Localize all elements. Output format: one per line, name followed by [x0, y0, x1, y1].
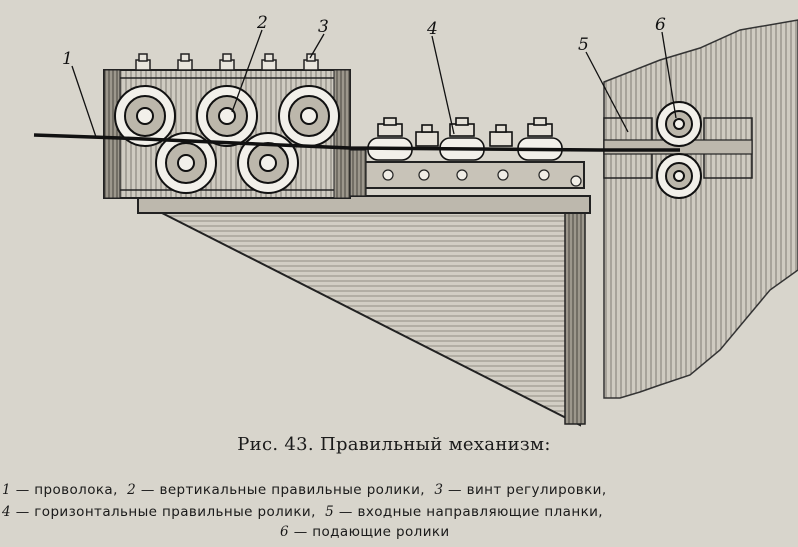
caption-title: Рис. 43. Правильный механизм: [237, 434, 551, 455]
legend-num: 2 [127, 482, 137, 498]
adjustment-screw [261, 53, 277, 71]
vertical-roller [278, 85, 340, 147]
legend-num: 4 [2, 504, 11, 520]
legend-num: 1 [2, 482, 11, 498]
legend-num: 6 [280, 524, 289, 540]
vertical-rollers [114, 85, 340, 194]
horizontal-roller [439, 117, 485, 161]
callout-2: 2 [256, 13, 268, 33]
callout-5: 5 [578, 35, 589, 55]
legend-text: — входные направляющие планки, [338, 504, 603, 520]
mechanism-drawing: 1 2 3 4 5 6 [33, 13, 798, 427]
wire [33, 133, 680, 152]
support-bracket [159, 211, 581, 427]
callout-4: 4 [426, 19, 438, 39]
adjustment-screws [135, 53, 319, 71]
horizontal-roller [367, 117, 413, 161]
legend-text: — горизонтальные правильные ролики, [15, 504, 316, 520]
legend-num: 3 [434, 482, 444, 498]
feed-rollers [656, 101, 702, 199]
callout-1: 1 [62, 49, 73, 69]
vertical-roller [237, 132, 299, 194]
legend-line: 6 — подающие ролики [280, 524, 450, 540]
adjustment-screw [135, 53, 151, 71]
bracket-vertical-post [564, 211, 586, 425]
vertical-roller [155, 132, 217, 194]
legend-num: 5 [325, 504, 335, 520]
horizontal-roller [517, 117, 563, 161]
legend-line: 4 — горизонтальные правильные ролики, 5 … [2, 504, 603, 520]
entry-guide-plates [603, 117, 753, 179]
horizontal-roller [489, 124, 513, 147]
adjustment-screw [177, 53, 193, 71]
legend-text: — подающие ролики [293, 524, 450, 540]
vertical-roller [196, 85, 258, 147]
horizontal-rollers [367, 117, 563, 161]
legend-line: 1 — проволока, 2 — вертикальные правильн… [2, 482, 607, 498]
figure-caption: Рис. 43. Правильный механизм: 1 — провол… [0, 434, 798, 540]
legend-text: — вертикальные правильные ролики, [140, 482, 425, 498]
horizontal-roller [415, 124, 439, 147]
callouts: 1 2 3 4 5 6 [62, 13, 666, 69]
callout-3: 3 [318, 17, 329, 37]
vertical-roller [114, 85, 176, 147]
feed-roller [656, 153, 702, 199]
wall-background [603, 19, 798, 399]
legend-text: — проволока, [15, 482, 118, 498]
horizontal-roller-bed [349, 149, 585, 197]
legend-text: — винт регулировки, [448, 482, 607, 498]
feed-roller [656, 101, 702, 147]
leader-lines [71, 29, 677, 138]
callout-6: 6 [655, 15, 666, 35]
adjustment-screw [219, 53, 235, 71]
